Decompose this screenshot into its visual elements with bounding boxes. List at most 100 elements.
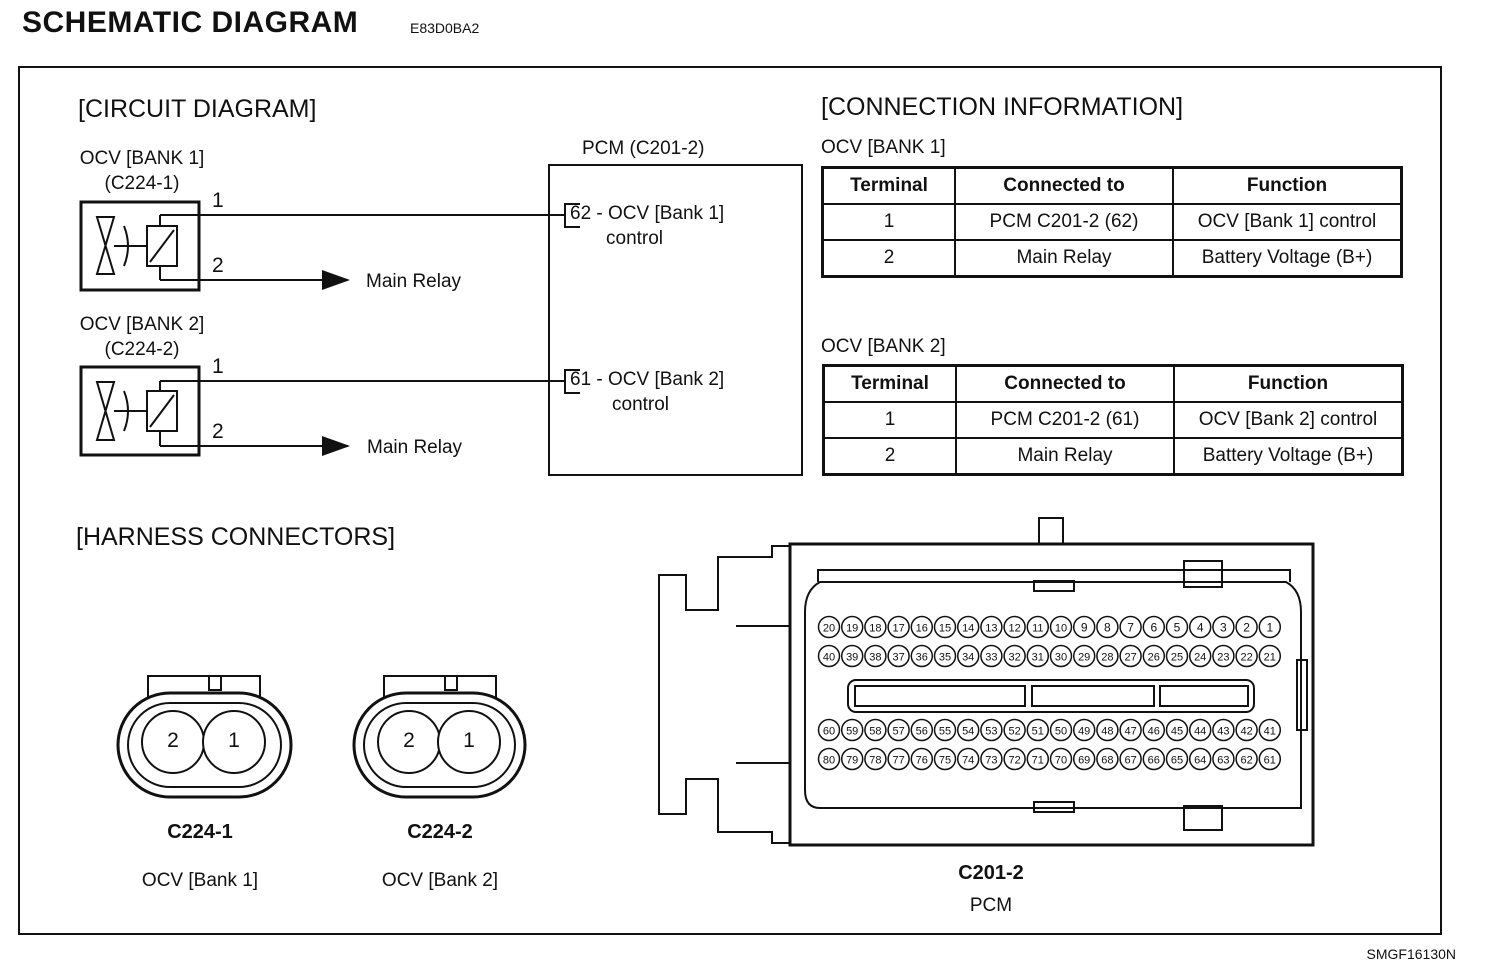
c201-2-id: C201-2 xyxy=(958,862,1024,884)
bank1-connection-table: Terminal Connected to Function 1 PCM C20… xyxy=(821,166,1403,278)
pcm-pin-27 xyxy=(1119,644,1142,668)
pcm-pin61-label: 61 - OCV [Bank 2] xyxy=(570,369,725,390)
c224-1-pin-label: 2 xyxy=(167,729,179,752)
c224-2-id: C224-2 xyxy=(407,821,473,843)
pcm-pin-65 xyxy=(1165,747,1189,771)
pcm-pin-label: 38 xyxy=(869,652,881,664)
pcm-pin-label: 27 xyxy=(1124,652,1136,664)
connection-info-heading: [CONNECTION INFORMATION] xyxy=(821,93,1184,121)
c224-1-connector xyxy=(116,675,293,799)
pcm-pin-14 xyxy=(956,615,980,639)
pcm-pin-label: 72 xyxy=(1008,755,1020,767)
pcm-pin-70 xyxy=(1049,747,1073,771)
pcm-pin-label: 51 xyxy=(1032,726,1044,738)
column-header: Function xyxy=(1172,166,1403,205)
pcm-pin-label: 69 xyxy=(1078,755,1090,767)
pcm-pin-label: 17 xyxy=(892,623,904,635)
pcm-pin-45 xyxy=(1165,718,1189,742)
pcm-pin-label: 76 xyxy=(916,755,928,767)
pcm-pin-58 xyxy=(864,718,887,742)
pcm-pin-78 xyxy=(864,747,887,771)
c224-2-pin-label: 1 xyxy=(463,729,475,752)
pcm-pin-19 xyxy=(840,615,864,639)
pcm-pin-label: 67 xyxy=(1124,755,1136,767)
pcm-pin-label: 44 xyxy=(1194,726,1206,738)
pcm-pin-49 xyxy=(1072,718,1096,742)
pcm-pin-12 xyxy=(1003,615,1026,639)
pcm-pin-68 xyxy=(1096,747,1119,771)
pcm-pin-label: 22 xyxy=(1240,652,1252,664)
pcm-pin-label: 37 xyxy=(892,652,904,664)
pcm-pin-36 xyxy=(910,644,934,668)
pcm-pin-31 xyxy=(1026,644,1050,668)
pcm-pin62-bracket xyxy=(564,203,580,228)
circuit-diagram-heading: [CIRCUIT DIAGRAM] xyxy=(78,95,317,123)
column-header: Function xyxy=(1173,364,1404,403)
pcm-pin-label: 20 xyxy=(823,623,835,635)
pcm-pin-48 xyxy=(1096,718,1119,742)
pcm-pin-46 xyxy=(1142,718,1166,742)
pcm-pin-1 xyxy=(1258,615,1282,639)
pcm-pin-label: 36 xyxy=(916,652,928,664)
pcm-pin-label: 77 xyxy=(892,755,904,767)
pcm-pin-label: 30 xyxy=(1055,652,1067,664)
pcm-pin-label: 2 xyxy=(1243,621,1250,635)
pcm-pin-43 xyxy=(1212,718,1235,742)
pcm-pin-39 xyxy=(840,644,864,668)
pcm-pin-label: 63 xyxy=(1217,755,1229,767)
pcm-pin-label: 13 xyxy=(985,623,997,635)
pcm-pin-73 xyxy=(980,747,1003,771)
table-row: 1 PCM C201-2 (61) OCV [Bank 2] control xyxy=(822,401,1404,439)
pcm-pin-label: 26 xyxy=(1148,652,1160,664)
pcm-pin-label: 73 xyxy=(985,755,997,767)
pcm-pin-60 xyxy=(817,718,841,742)
pcm-pin-label: 11 xyxy=(1032,623,1043,635)
pcm-pin-label: 5 xyxy=(1174,621,1181,635)
figure-code: SMGF16130N xyxy=(1366,946,1456,962)
pcm-pin-3 xyxy=(1212,615,1235,639)
ocv-bank1-symbol xyxy=(79,200,201,292)
pcm-pin-20 xyxy=(817,615,841,639)
pcm-pin-32 xyxy=(1003,644,1026,668)
pcm-pin-47 xyxy=(1119,718,1142,742)
pcm-pin-30 xyxy=(1049,644,1073,668)
table-cell: PCM C201-2 (62) xyxy=(954,203,1174,241)
pcm-pin-34 xyxy=(956,644,980,668)
ocv-bank2-symbol xyxy=(79,365,201,457)
pcm-pin-21 xyxy=(1258,644,1282,668)
ocv-bank1-label: OCV [BANK 1] xyxy=(79,148,205,169)
ocv-bank2-connector-label: (C224-2) xyxy=(104,339,180,360)
pcm-pin-label: 49 xyxy=(1078,726,1090,738)
c224-1-pin-label: 1 xyxy=(228,729,240,752)
pcm-box xyxy=(548,164,803,476)
pcm-pin-59 xyxy=(840,718,864,742)
pcm-pin-label: 50 xyxy=(1055,726,1067,738)
pcm-pin-label: 66 xyxy=(1148,755,1160,767)
ocv-bank2-pin2-label: 2 xyxy=(212,420,224,443)
pcm-pin-label: 15 xyxy=(939,623,951,635)
column-header: Connected to xyxy=(954,166,1174,205)
pcm-pin-5 xyxy=(1165,615,1189,639)
pcm-pin-24 xyxy=(1188,644,1212,668)
pcm-pin-label: 68 xyxy=(1101,755,1113,767)
pcm-label: PCM (C201-2) xyxy=(582,138,705,159)
pcm-pin-label: 41 xyxy=(1264,726,1276,738)
pcm-pin-23 xyxy=(1212,644,1235,668)
c224-2-description: OCV [Bank 2] xyxy=(381,870,499,891)
pcm-pin-label: 54 xyxy=(962,726,974,738)
pcm-pin-label: 9 xyxy=(1081,621,1088,635)
column-header: Connected to xyxy=(955,364,1175,403)
bank1-table-title: OCV [BANK 1] xyxy=(821,137,946,158)
pcm-pin62-label: 62 - OCV [Bank 1] xyxy=(570,203,725,224)
pcm-pin-label: 6 xyxy=(1150,621,1157,635)
pcm-pin-label: 71 xyxy=(1032,755,1044,767)
table-cell: OCV [Bank 1] control xyxy=(1172,203,1403,241)
pcm-pin-label: 59 xyxy=(846,726,858,738)
pcm-pin-label: 3 xyxy=(1220,621,1227,635)
table-cell: 2 xyxy=(821,239,956,278)
pcm-pin-52 xyxy=(1003,718,1026,742)
pcm-pin-44 xyxy=(1188,718,1212,742)
ocv-bank1-main-relay-label: Main Relay xyxy=(366,271,462,292)
pcm-pin-label: 55 xyxy=(939,726,951,738)
table-cell: OCV [Bank 2] control xyxy=(1173,401,1404,439)
